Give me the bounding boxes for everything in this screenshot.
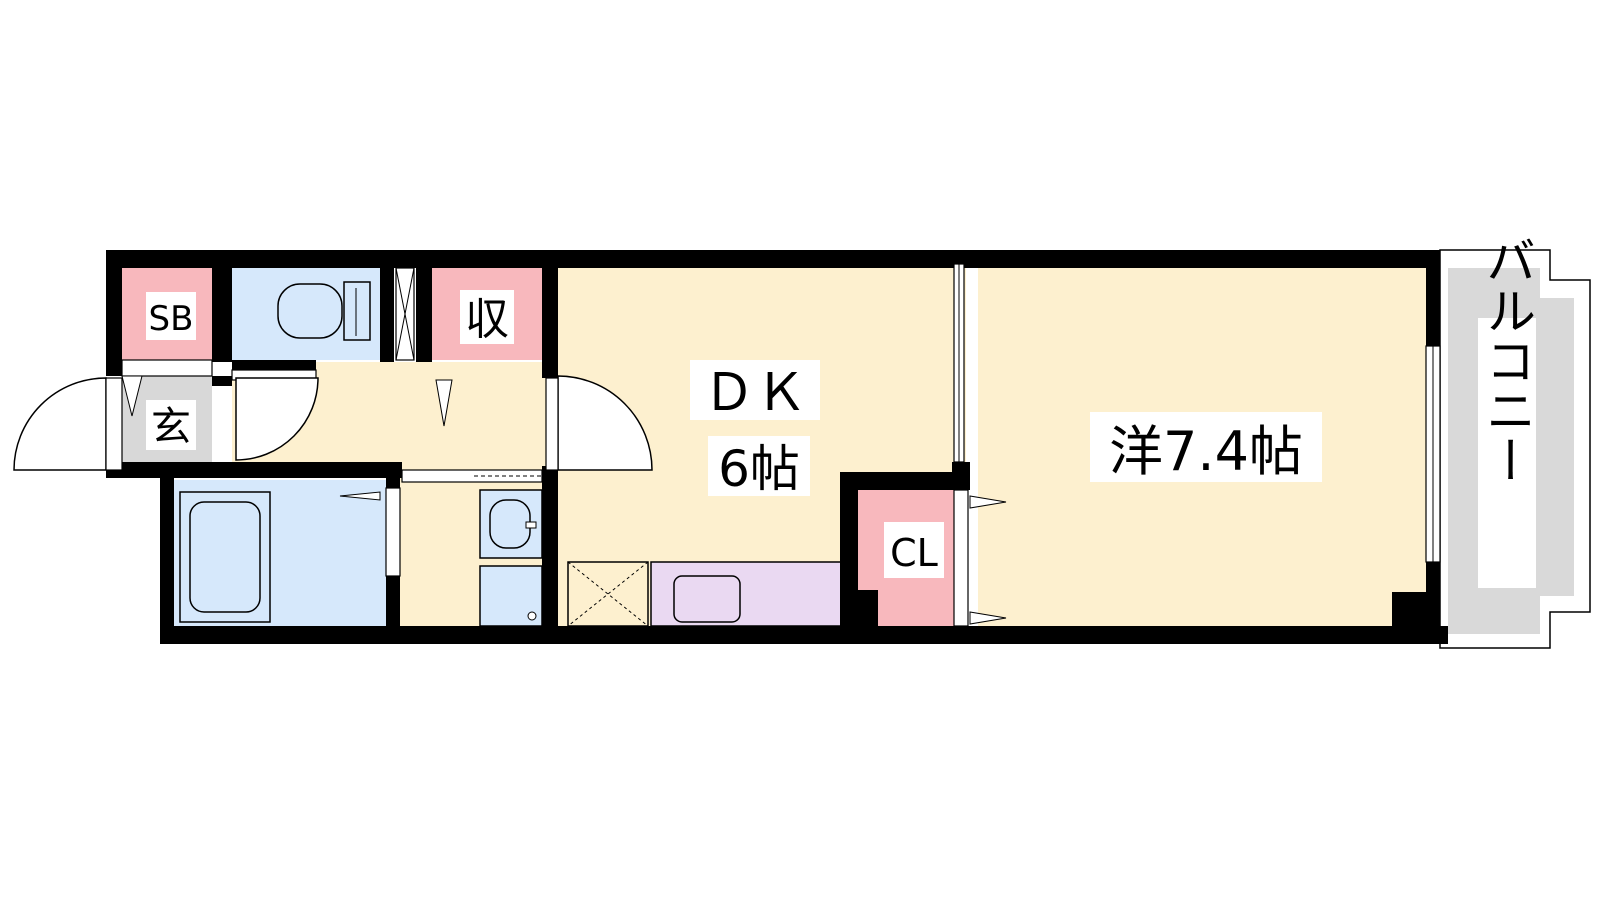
bath-door-mark [339, 491, 381, 501]
toilet-tank [343, 281, 371, 341]
storage-label: 収 [465, 294, 509, 345]
door-swings [13, 375, 653, 471]
kitchen-sink [673, 575, 741, 623]
shoe-box-label: SB [149, 299, 194, 339]
entrance-label: 玄 [151, 404, 191, 450]
dk-label: ＤＫ [703, 363, 807, 423]
closet-floor-corner [858, 490, 878, 590]
closet-label: CL [890, 531, 938, 575]
walls [106, 250, 1448, 644]
western-room-label: 洋7.4帖 [1109, 420, 1303, 483]
balcony-label: バルコニー [1478, 235, 1536, 485]
dk-size-label: 6帖 [718, 440, 800, 498]
refrigerator-space [567, 561, 649, 627]
toilet-bowl [277, 283, 343, 339]
